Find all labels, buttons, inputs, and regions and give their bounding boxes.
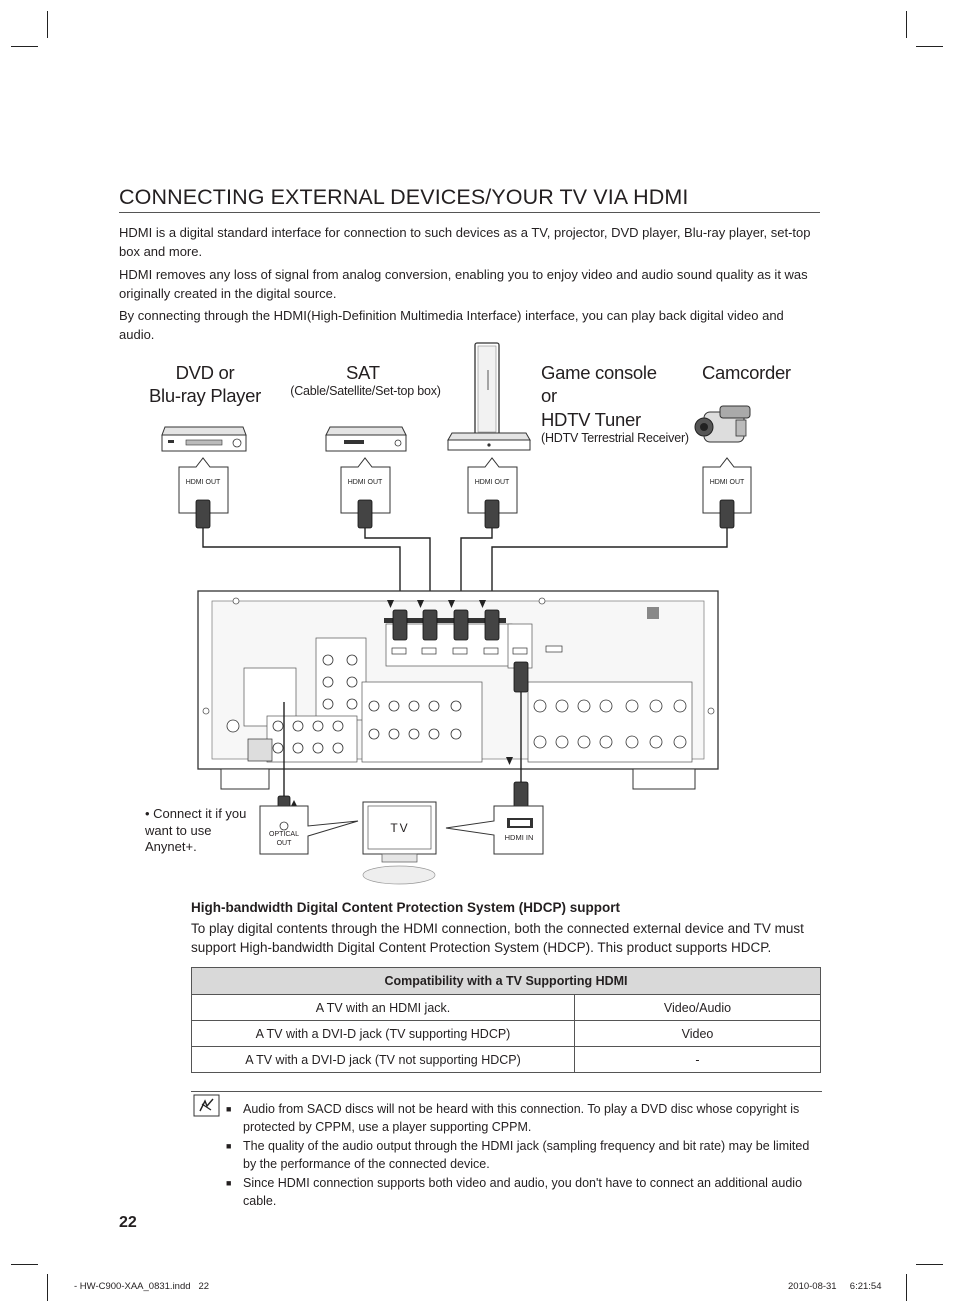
tv-label: TV [390, 821, 410, 835]
game-console-illustration [474, 342, 500, 436]
note-item: ■ The quality of the audio output throug… [226, 1137, 822, 1173]
hdcp-description: To play digital contents through the HDM… [191, 921, 804, 955]
table-cell-tv: A TV with a DVI-D jack (TV not supportin… [191, 1046, 575, 1073]
sat-label-sub: (Cable/Satellite/Set-top box) [290, 384, 441, 398]
note-text: The quality of the audio output through … [243, 1139, 810, 1171]
dvd-player-illustration [161, 426, 247, 452]
note-item: ■ Audio from SACD discs will not be hear… [226, 1100, 822, 1136]
table-cell-result: Video [574, 1020, 821, 1047]
hdmi-out-box [178, 457, 229, 514]
table-row: A TV with an HDMI jack. Video/Audio [191, 994, 821, 1021]
note-bullet-icon: ■ [226, 1104, 232, 1114]
intro-paragraph: HDMI removes any loss of signal from ana… [119, 267, 808, 301]
sat-label-title: SAT [346, 362, 380, 383]
table-row: A TV with a DVI-D jack (TV supporting HD… [191, 1020, 821, 1047]
game-label-sub: (HDTV Terrestrial Receiver) [541, 431, 689, 445]
notes-divider [191, 1091, 822, 1092]
table-header: Compatibility with a TV Supporting HDMI [191, 967, 821, 995]
receiver-rear-panel [197, 590, 719, 808]
dvd-label: DVD or Blu-ray Player [145, 361, 265, 407]
note-item: ■ Since HDMI connection supports both vi… [226, 1174, 822, 1210]
compatibility-table: Compatibility with a TV Supporting HDMI … [191, 967, 821, 1073]
page-title: CONNECTING EXTERNAL DEVICES/YOUR TV VIA … [119, 185, 820, 213]
optical-out-text: OUT [276, 840, 292, 847]
hdmi-out-box [467, 457, 518, 514]
game-label-line: HDTV Tuner [541, 409, 641, 430]
notes-list: ■ Audio from SACD discs will not be hear… [226, 1100, 822, 1211]
game-label-line: or [541, 385, 557, 406]
note-bullet-icon: ■ [226, 1178, 232, 1188]
anynet-note: • Connect it if you want to use Anynet+. [145, 806, 247, 854]
hdcp-heading: High-bandwidth Digital Content Protectio… [191, 900, 620, 915]
camcorder-illustration [694, 405, 751, 443]
table-cell-tv: A TV with an HDMI jack. [191, 994, 575, 1021]
table-cell-tv: A TV with a DVI-D jack (TV supporting HD… [191, 1020, 575, 1047]
hdmi-out-label: HDMI OUT [710, 479, 745, 486]
crop-mark [11, 46, 38, 47]
table-header-row: Compatibility with a TV Supporting HDMI [191, 967, 821, 995]
footer-filename: - HW-C900-XAA_0831.indd 22 [74, 1281, 210, 1292]
crop-mark [906, 11, 907, 38]
crop-mark [47, 1274, 48, 1301]
tv-illustration [362, 801, 437, 885]
crop-mark [916, 46, 943, 47]
sat-label: SAT (Cable/Satellite/Set-top box) [278, 361, 453, 398]
intro-paragraph: By connecting through the HDMI(High-Defi… [119, 308, 784, 342]
note-icon [193, 1094, 220, 1117]
dvd-label-line: Blu-ray Player [149, 385, 261, 406]
optical-out-box [259, 805, 359, 855]
page-number: 22 [119, 1214, 137, 1231]
note-text: Since HDMI connection supports both vide… [243, 1176, 803, 1208]
camcorder-label: Camcorder [702, 362, 791, 383]
game-label-line: Game console [541, 362, 657, 383]
crop-mark [11, 1264, 38, 1265]
optical-out-text: OPTICAL [269, 831, 299, 838]
sat-box-illustration [325, 426, 407, 452]
hdmi-out-box [340, 457, 391, 514]
optical-out-label: OPTICAL OUT [262, 830, 306, 848]
crop-mark [916, 1264, 943, 1265]
intro-paragraph: HDMI is a digital standard interface for… [119, 225, 811, 259]
hdmi-out-label: HDMI OUT [186, 479, 221, 486]
crop-mark [47, 11, 48, 38]
table-cell-result: - [574, 1046, 821, 1073]
note-text: Audio from SACD discs will not be heard … [243, 1102, 800, 1134]
table-cell-result: Video/Audio [574, 994, 821, 1021]
dvd-label-line: DVD or [175, 362, 235, 383]
hdtv-tuner-illustration [447, 432, 531, 451]
hdmi-cables [202, 528, 728, 600]
crop-mark [906, 1274, 907, 1301]
note-bullet-icon: ■ [226, 1141, 232, 1151]
hdmi-in-box [445, 805, 544, 855]
table-row: A TV with a DVI-D jack (TV not supportin… [191, 1046, 821, 1073]
hdmi-out-label: HDMI OUT [475, 479, 510, 486]
footer-timestamp: 2010-08-31 6:21:54 [788, 1281, 882, 1292]
game-label: Game console or HDTV Tuner (HDTV Terrest… [541, 361, 691, 445]
connection-diagram: HDMI OUT HDMI OUT HDMI OUT HDMI OUT [161, 342, 752, 885]
hdmi-in-label: HDMI IN [504, 833, 534, 842]
hdmi-out-label: HDMI OUT [348, 479, 383, 486]
hdmi-out-box [702, 457, 752, 514]
